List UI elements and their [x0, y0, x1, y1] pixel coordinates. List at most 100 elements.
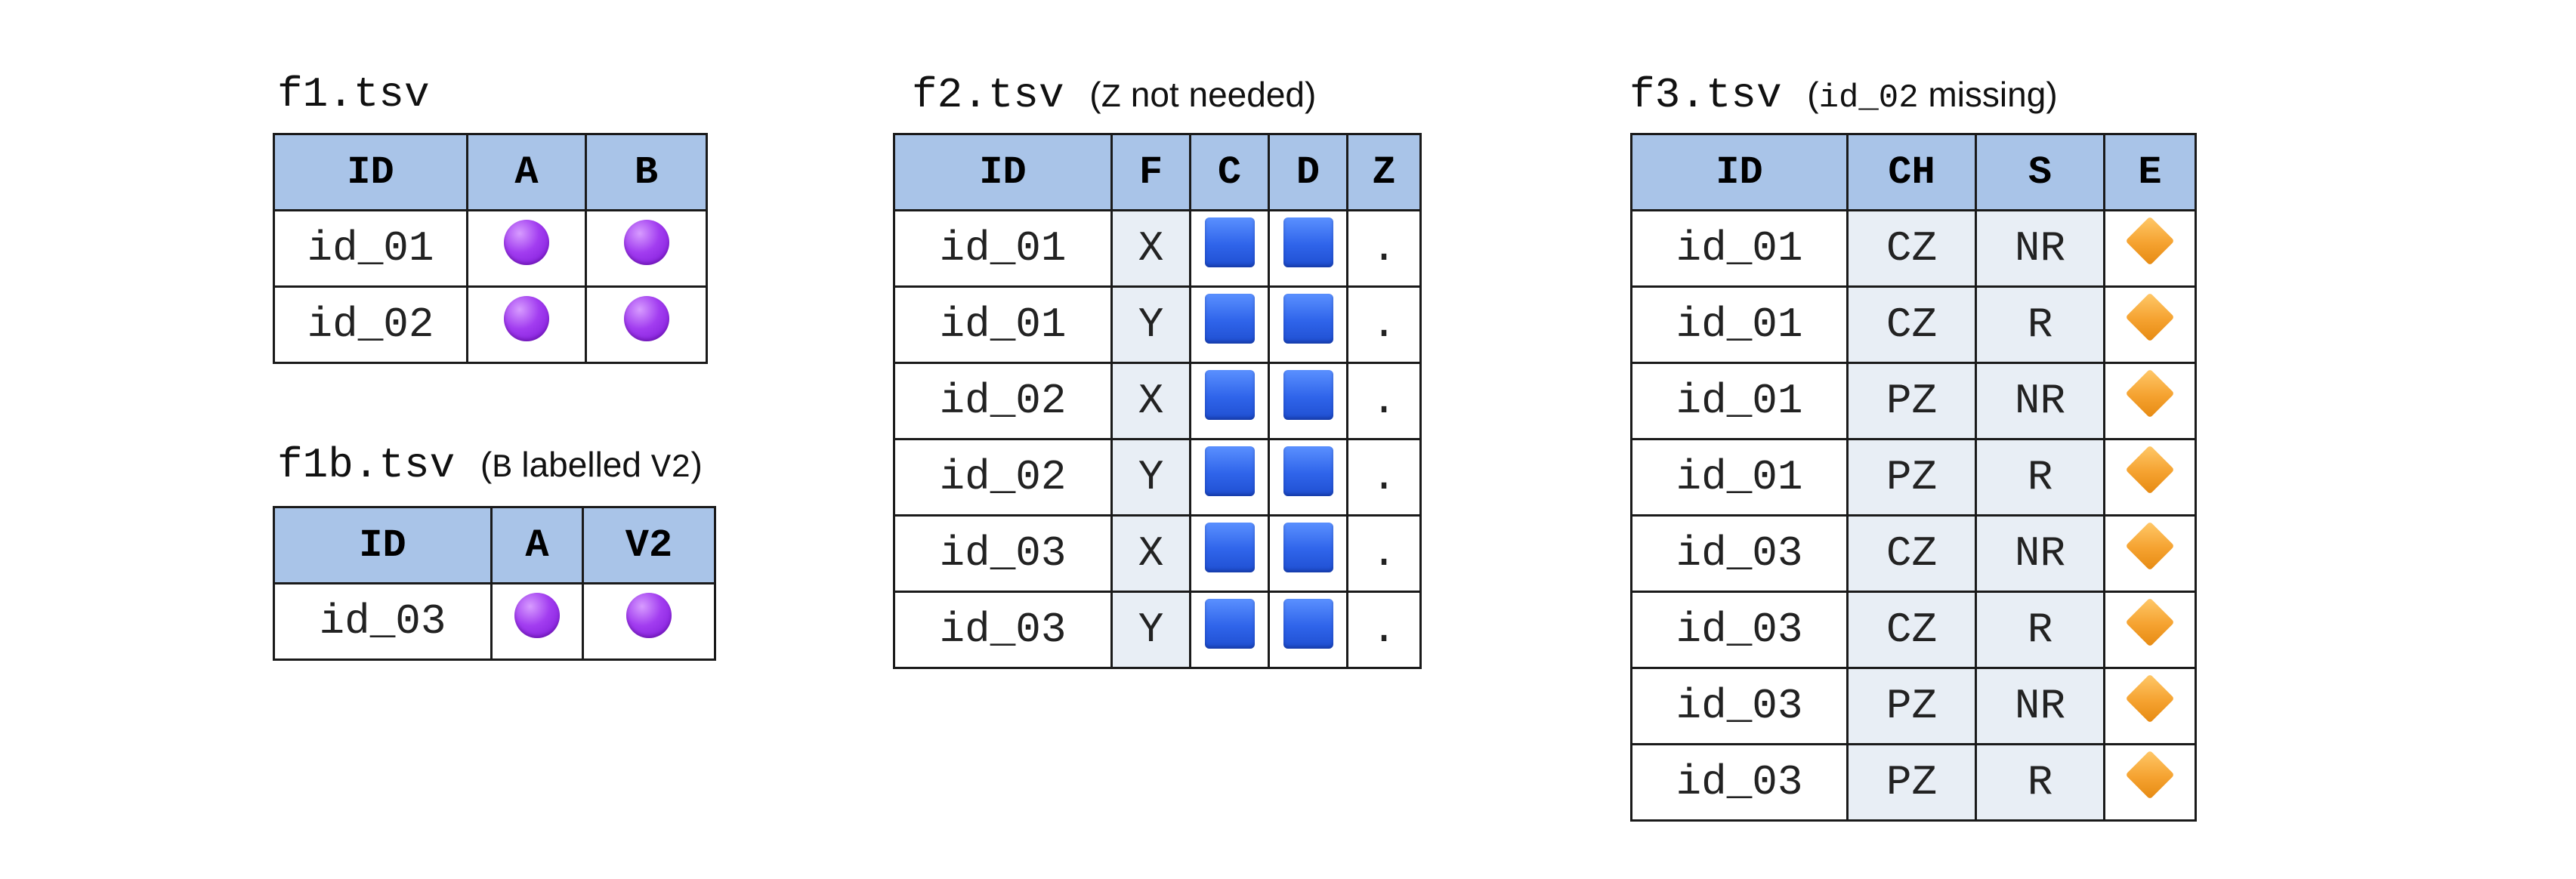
f3-cell-e: [2103, 743, 2197, 822]
f2-cell-d: [1268, 438, 1348, 517]
f2-cell-id: id_03: [893, 514, 1113, 593]
f3-cell-id: id_03: [1630, 591, 1849, 669]
f1b-title: f1b.tsv (B labelled V2): [277, 442, 703, 491]
f3-title: f3.tsv (id_02 missing): [1629, 72, 2058, 121]
table-row: id_03 PZ R: [1630, 743, 2197, 822]
table-row: id_02 Y .: [893, 438, 1422, 517]
orange-diamond-icon: [2125, 445, 2175, 495]
f1-header-row: ID A B: [273, 133, 708, 211]
f2-cell-d: [1268, 591, 1348, 669]
blue-square-icon: [1204, 294, 1255, 344]
f2-cell-f: X: [1110, 514, 1191, 593]
f2-cell-c: [1189, 285, 1270, 364]
purple-circle-icon: [504, 220, 549, 266]
f3-cell-s: R: [1975, 591, 2105, 669]
f3-cell-ch: PZ: [1846, 743, 1977, 822]
f3-cell-s: NR: [1975, 362, 2105, 440]
f2-cell-id: id_02: [893, 362, 1113, 440]
f1-cell-id: id_02: [273, 285, 468, 364]
table-row: id_02: [273, 285, 708, 364]
table-row: id_03 PZ NR: [1630, 667, 2197, 745]
f3-cell-s: NR: [1975, 209, 2105, 288]
f3-cell-id: id_03: [1630, 667, 1849, 745]
f1b-header-id: ID: [273, 506, 493, 584]
table-row: id_03 CZ R: [1630, 591, 2197, 669]
purple-circle-icon: [623, 220, 669, 266]
f1b-header-v2: V2: [582, 506, 716, 584]
f3-header-row: ID CH S E: [1630, 133, 2197, 211]
blue-square-icon: [1204, 523, 1255, 572]
f3-cell-id: id_03: [1630, 514, 1849, 593]
blue-square-icon: [1204, 217, 1255, 267]
f3-cell-e: [2103, 285, 2197, 364]
table-row: id_03 CZ NR: [1630, 514, 2197, 593]
orange-diamond-icon: [2125, 521, 2175, 571]
f1-filename: f1.tsv: [277, 70, 430, 119]
f1-header-a: A: [466, 133, 587, 211]
f2-cell-c: [1189, 209, 1270, 288]
f1b-cell-v2: [582, 582, 716, 661]
f2-header-d: D: [1268, 133, 1348, 211]
f3-header-e: E: [2103, 133, 2197, 211]
f3-cell-e: [2103, 438, 2197, 517]
f2-cell-id: id_01: [893, 209, 1113, 288]
f3-cell-e: [2103, 514, 2197, 593]
f3-cell-ch: PZ: [1846, 438, 1977, 517]
f1-header-b: B: [585, 133, 708, 211]
f3-cell-id: id_01: [1630, 438, 1849, 517]
f2-cell-z: .: [1346, 285, 1422, 364]
f2-cell-d: [1268, 514, 1348, 593]
f3-cell-s: NR: [1975, 667, 2105, 745]
f2-cell-d: [1268, 285, 1348, 364]
table-row: id_03 Y .: [893, 591, 1422, 669]
f3-cell-s: R: [1975, 438, 2105, 517]
f1b-table: ID A V2 id_03: [273, 506, 716, 661]
f2-cell-f: Y: [1110, 438, 1191, 517]
f3-header-s: S: [1975, 133, 2105, 211]
blue-square-icon: [1204, 370, 1255, 420]
f1b-header-a: A: [490, 506, 584, 584]
f3-header-ch: CH: [1846, 133, 1977, 211]
f2-cell-z: .: [1346, 362, 1422, 440]
f1b-cell-a: [490, 582, 584, 661]
f3-cell-id: id_03: [1630, 743, 1849, 822]
f3-cell-ch: CZ: [1846, 209, 1977, 288]
f3-cell-e: [2103, 209, 2197, 288]
blue-square-icon: [1204, 446, 1255, 496]
orange-diamond-icon: [2125, 674, 2175, 723]
table-row: id_01 Y .: [893, 285, 1422, 364]
f2-cell-d: [1268, 209, 1348, 288]
blue-square-icon: [1283, 446, 1333, 496]
f1-cell-a: [466, 285, 587, 364]
f2-note: (Z not needed): [1089, 75, 1317, 117]
f2-cell-z: .: [1346, 209, 1422, 288]
table-row: id_01 CZ R: [1630, 285, 2197, 364]
f3-note: (id_02 missing): [1807, 75, 2058, 117]
f3-cell-id: id_01: [1630, 285, 1849, 364]
blue-square-icon: [1283, 523, 1333, 572]
f2-filename: f2.tsv: [912, 71, 1064, 119]
f2-header-row: ID F C D Z: [893, 133, 1422, 211]
f2-title: f2.tsv (Z not needed): [912, 72, 1316, 121]
blue-square-icon: [1283, 217, 1333, 267]
table-row: id_03: [273, 582, 716, 661]
orange-diamond-icon: [2125, 597, 2175, 647]
f2-cell-f: Y: [1110, 591, 1191, 669]
f2-cell-c: [1189, 362, 1270, 440]
f1b-note: (B labelled V2): [480, 445, 703, 487]
f3-table: ID CH S E id_01 CZ NR id_01 CZ R id_01 P…: [1630, 133, 2197, 822]
f2-cell-z: .: [1346, 591, 1422, 669]
f3-filename: f3.tsv: [1629, 71, 1782, 119]
f3-cell-ch: CZ: [1846, 514, 1977, 593]
f2-header-f: F: [1110, 133, 1191, 211]
purple-circle-icon: [514, 593, 560, 639]
f1-title: f1.tsv: [277, 72, 430, 117]
f2-cell-d: [1268, 362, 1348, 440]
f2-cell-id: id_02: [893, 438, 1113, 517]
f2-cell-f: X: [1110, 209, 1191, 288]
f1b-cell-id: id_03: [273, 582, 493, 661]
f1-cell-a: [466, 209, 587, 288]
f1-table: ID A B id_01 id_02: [273, 133, 708, 364]
f3-cell-ch: CZ: [1846, 285, 1977, 364]
purple-circle-icon: [626, 593, 672, 639]
